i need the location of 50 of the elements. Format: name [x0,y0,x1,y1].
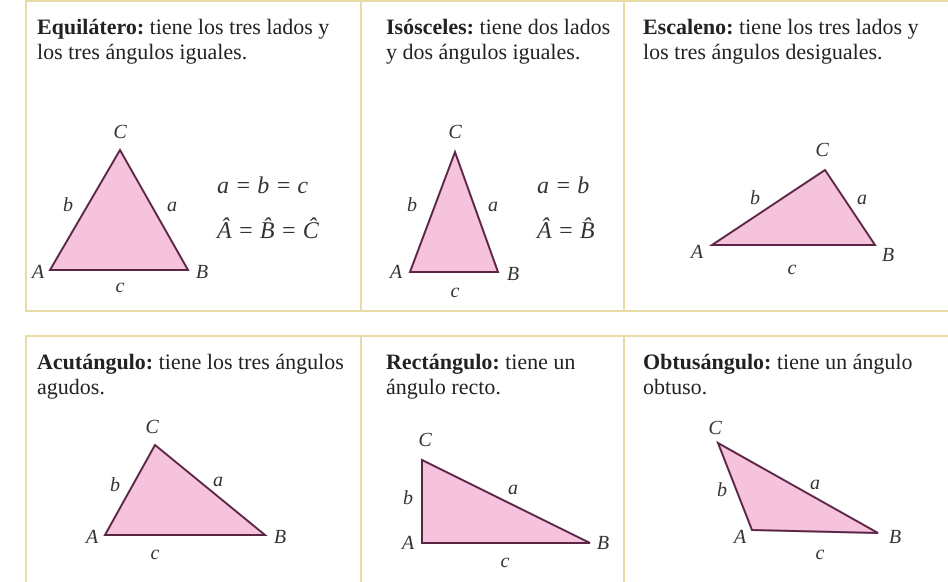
side-label: b [750,188,760,208]
description-text: Obtusángulo: tiene un ángulo obtuso. [643,349,914,399]
vertex-label: C [708,418,722,438]
side-label: c [150,543,160,563]
side-label: a [508,478,518,498]
vertex-label: B [506,264,520,284]
vertex-label: B [882,245,894,265]
description-text: Equilátero: tiene los tres lados y los tres ángulos iguales. [37,14,330,64]
vertex-label: C [145,417,159,437]
vertex-label: A [402,533,414,553]
description-text: Rectángulo: tiene un ángulo recto. [386,349,576,399]
side-label: b [407,195,417,215]
side-label: a [167,195,177,215]
figure-panel [360,0,625,312]
vertex-label: C [815,140,829,160]
vertex-label: B [274,527,286,547]
side-label: c [450,281,460,301]
vertex-label: B [196,262,208,282]
equality-formula: Â = B̂ [537,217,595,245]
figure-panel [25,335,362,582]
side-label: a [213,470,223,490]
equality-formula: a = b = c [217,172,308,200]
description-text: Acutángulo: tiene los tres ángulos agudos. [37,349,345,399]
side-label: c [116,276,124,296]
vertex-label: A [734,527,746,547]
vertex-label: B [888,527,902,547]
equality-formula: Â = B̂ = Ĉ [217,217,319,245]
vertex-label: C [448,122,462,142]
vertex-label: C [418,430,432,450]
side-label: c [788,258,796,278]
side-label: b [63,195,73,215]
side-label: c [816,543,824,563]
side-label: b [110,475,120,495]
side-label: b [717,480,727,500]
vertex-label: A [32,262,44,282]
figure-panel [25,0,362,312]
description-text: Escaleno: tiene los tres lados y los tres ángulos desiguales. [643,14,920,64]
side-label: a [488,195,498,215]
side-label: a [810,473,820,493]
figure-panel [623,0,948,312]
vertex-label: C [113,122,127,142]
description-text: Isósceles: tiene dos lados y dos ángulos iguales. [386,14,612,64]
vertex-label: A [690,242,704,262]
side-label: c [500,551,510,571]
vertex-label: A [86,527,98,547]
side-label: b [403,488,413,508]
vertex-label: B [596,533,610,553]
vertex-label: A [390,262,402,282]
side-label: a [857,188,867,208]
equality-formula: a = b [537,172,590,200]
